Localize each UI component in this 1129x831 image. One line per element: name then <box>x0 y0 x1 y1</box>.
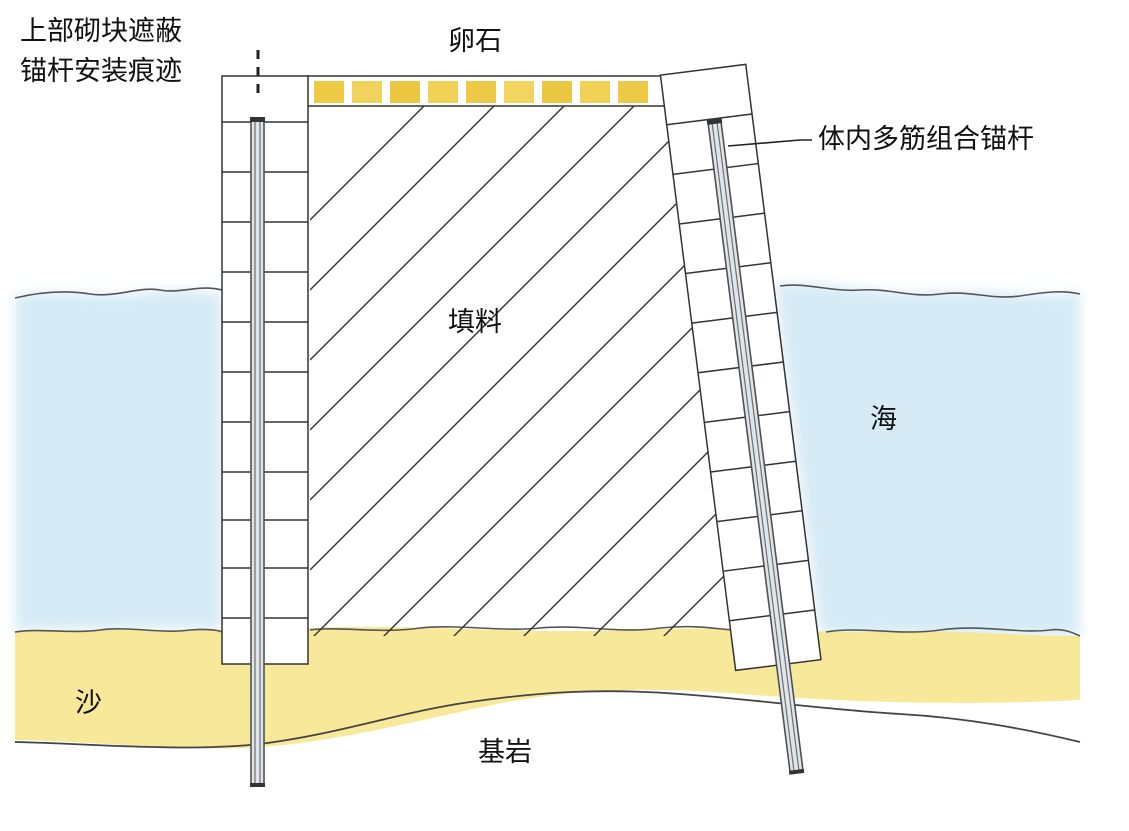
seabed-line <box>14 625 1081 637</box>
label-sand: 沙 <box>75 688 102 719</box>
left-block-wall <box>221 75 309 665</box>
sea-right <box>775 283 1080 636</box>
right-anchor-rod <box>706 118 805 775</box>
sea-left <box>15 290 222 630</box>
label-bedrock: 基岩 <box>478 737 532 768</box>
sand-layer <box>15 627 1080 749</box>
label-anchor-trace-line1: 上部砌块遮蔽 <box>20 16 182 47</box>
anchor-leader-line <box>727 139 812 147</box>
sea-surface-left <box>14 287 223 299</box>
label-sea: 海 <box>870 404 897 435</box>
sea-surface-right <box>779 284 1081 298</box>
label-cobblestone: 卵石 <box>448 26 502 57</box>
left-anchor-rod <box>250 117 265 787</box>
label-anchor: 体内多筋组合锚杆 <box>818 124 1034 155</box>
label-fill: 填料 <box>448 307 502 338</box>
bedrock-line <box>14 690 1081 749</box>
cobblestone-layer <box>305 75 692 107</box>
label-anchor-trace-line2: 锚杆安装痕迹 <box>20 56 182 87</box>
